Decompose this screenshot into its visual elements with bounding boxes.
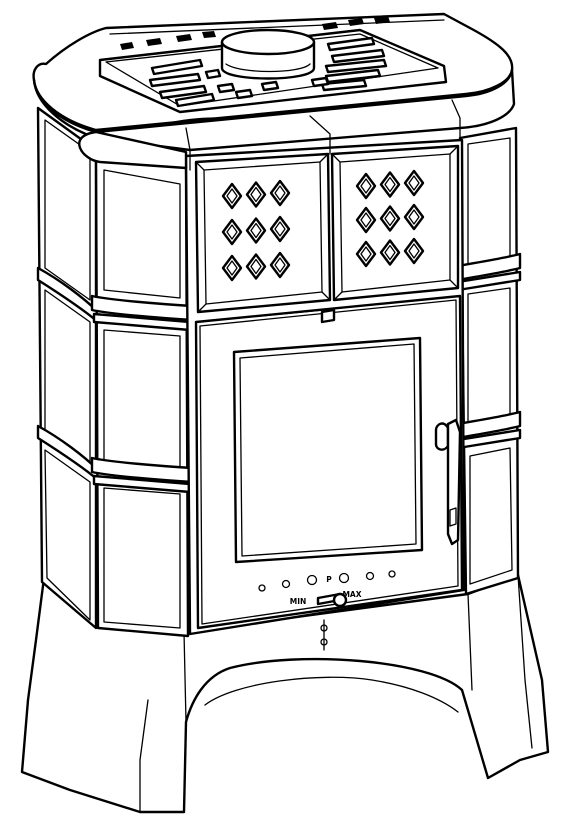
tile-diamond-inner — [360, 212, 372, 228]
tile-diamond-inner — [274, 221, 286, 237]
control-dot-4 — [338, 572, 350, 584]
tile-diamond-pattern-right — [355, 169, 425, 268]
tile-diamond-inner — [384, 210, 396, 227]
tile-diamond-inner — [384, 244, 396, 261]
tile-diamond — [221, 254, 243, 282]
tile-diamond — [221, 218, 243, 246]
tile-diamond — [403, 169, 425, 197]
tile-diamond — [379, 171, 401, 198]
ash-pan-latch — [320, 619, 328, 651]
flue-collar — [220, 28, 316, 80]
decorative-tile-right — [330, 144, 460, 302]
tile-diamond — [269, 215, 291, 243]
tile-diamond-inner — [384, 176, 396, 193]
tile-diamond-pattern-left — [221, 179, 291, 282]
tile-diamond-inner — [250, 186, 262, 203]
air-control-panel: P MIN MAX — [258, 570, 396, 608]
tile-diamond-inner — [250, 222, 262, 239]
fire-door — [194, 294, 464, 630]
tile-diamond-inner — [360, 246, 372, 262]
left-side-panel — [36, 106, 100, 630]
tile-diamond-inner — [360, 178, 372, 194]
tile-diamond-inner — [274, 257, 286, 273]
tile-diamond-inner — [274, 185, 286, 201]
tile-diamond — [269, 179, 291, 207]
door-handle — [434, 418, 462, 546]
control-dot-3 — [306, 574, 318, 586]
tile-diamond — [403, 237, 425, 265]
tile-diamond — [245, 181, 267, 208]
control-dot-1 — [258, 584, 266, 592]
left-front-column — [90, 148, 194, 638]
tile-diamond-inner — [408, 243, 420, 259]
door-glass — [232, 336, 424, 564]
tile-diamond — [269, 251, 291, 279]
tile-diamond-inner — [408, 175, 420, 191]
tile-diamond — [379, 239, 401, 266]
air-slider-knob — [332, 592, 348, 608]
tile-diamond — [355, 172, 377, 200]
tile-diamond-inner — [226, 260, 238, 276]
tile-diamond — [403, 203, 425, 231]
tile-diamond — [355, 240, 377, 268]
right-column — [456, 126, 522, 596]
tile-diamond — [379, 205, 401, 232]
control-dot-5 — [365, 571, 375, 581]
control-center-label: P — [326, 575, 332, 584]
tile-diamond — [245, 253, 267, 280]
rear-vents — [120, 16, 390, 50]
tile-diamond — [355, 206, 377, 234]
tile-diamond — [245, 217, 267, 244]
decorative-tile-left — [194, 152, 332, 314]
stove-base — [20, 573, 550, 814]
tile-diamond — [221, 182, 243, 210]
control-max-label: MAX — [342, 590, 361, 599]
control-min-label: MIN — [290, 597, 307, 606]
tile-diamond-inner — [250, 258, 262, 275]
tile-diamond-inner — [226, 188, 238, 204]
tile-diamond-inner — [226, 224, 238, 240]
control-dot-2 — [281, 579, 291, 589]
control-dot-6 — [388, 570, 396, 578]
tile-diamond-inner — [408, 209, 420, 225]
grate-slots — [148, 36, 388, 108]
